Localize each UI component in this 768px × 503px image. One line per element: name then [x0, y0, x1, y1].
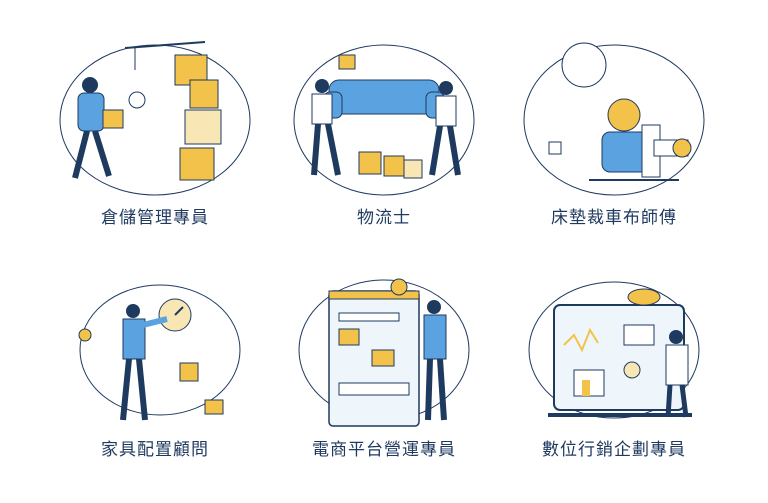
job-card-furniture-consultant[interactable]: 家具配置顧問 [45, 265, 265, 495]
job-label: 電商平台營運專員 [312, 440, 456, 460]
ecommerce-icon [298, 278, 470, 427]
job-card-warehouse[interactable]: 倉儲管理專員 [45, 20, 265, 250]
clock-consultant-icon [78, 284, 241, 421]
job-label: 床墊裁車布師傅 [551, 208, 677, 228]
job-label: 倉儲管理專員 [101, 208, 209, 228]
job-card-sewing[interactable]: 床墊裁車布師傅 [504, 20, 724, 250]
job-label: 家具配置顧問 [101, 440, 209, 460]
sofa-movers-icon [293, 44, 475, 196]
sewing-icon [523, 42, 705, 196]
job-card-ecommerce[interactable]: 電商平台營運專員 [274, 265, 494, 495]
job-label: 物流士 [357, 208, 411, 228]
job-card-digital-marketing[interactable]: 數位行銷企劃專員 [504, 265, 724, 495]
job-card-logistics[interactable]: 物流士 [274, 20, 494, 250]
job-label: 數位行銷企劃專員 [542, 440, 686, 460]
analytics-icon [528, 281, 700, 419]
warehouse-icon [59, 41, 251, 196]
